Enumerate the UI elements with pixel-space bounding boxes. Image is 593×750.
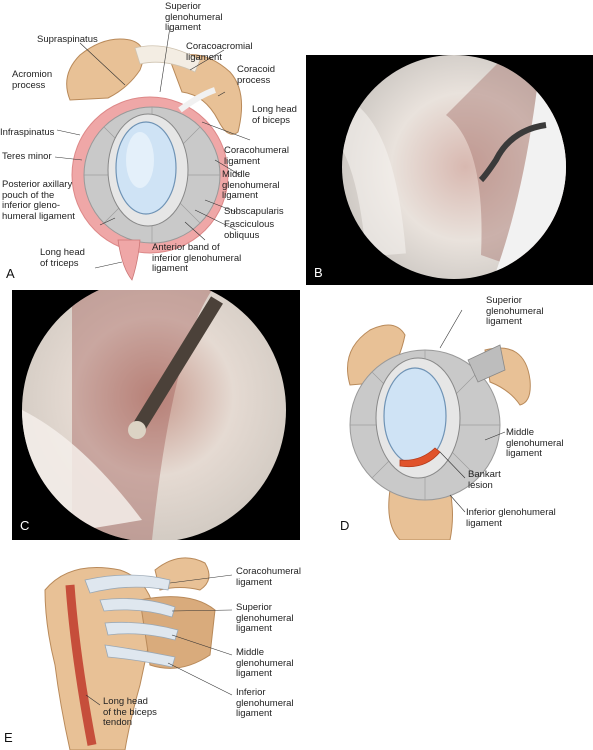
- biceps-tendon: [65, 584, 97, 746]
- panel-c-arthroscopy-image: [22, 290, 286, 540]
- coracoacromial-ligament: [134, 45, 201, 73]
- middle-gh-ligament: [104, 621, 179, 641]
- biceps-tendon: [178, 87, 217, 113]
- panel-a-illustration: [54, 26, 251, 281]
- panel-c: C: [12, 290, 300, 540]
- label-middle-gh-ligament-e: Middle glenohumeral ligament: [236, 647, 294, 679]
- panel-letter-d: D: [340, 518, 350, 533]
- label-supraspinatus: Supraspinatus: [37, 34, 98, 45]
- panel-e-illustration: [44, 557, 233, 750]
- label-infraspinatus: Infraspinatus: [0, 127, 55, 138]
- label-middle-gh-ligament-a: Middle glenohumeral ligament: [222, 169, 280, 201]
- scapula-neck: [388, 489, 453, 540]
- label-long-head-biceps: Long head of biceps: [252, 104, 297, 126]
- label-acromion-process: Acromion process: [12, 69, 53, 91]
- panel-b-arthroscopy-image: [342, 55, 566, 279]
- label-posterior-axillary-pouch: Posterior axillary pouch of the inferior…: [2, 179, 75, 222]
- label-long-head-biceps-tendon: Long head of the biceps tendon: [103, 696, 157, 728]
- panel-letter-b: B: [314, 265, 323, 280]
- label-long-head-triceps: Long head of triceps: [40, 247, 85, 269]
- label-inferior-gh-ligament-e: Inferior glenohumeral ligament: [236, 687, 294, 719]
- panel-b: B: [306, 55, 593, 285]
- probe-instrument: [478, 122, 547, 183]
- label-inferior-gh-ligament-d: Inferior glenohumeral ligament: [466, 507, 556, 529]
- panel-letter-a: A: [6, 266, 15, 281]
- label-coracohumeral-ligament-e: Coracohumeral ligament: [236, 566, 301, 588]
- label-superior-gh-ligament-e: Superior glenohumeral ligament: [236, 602, 294, 634]
- label-superior-gh-ligament-d: Superior glenohumeral ligament: [486, 295, 544, 327]
- inferior-gh-ligament: [104, 644, 176, 668]
- label-superior-gh-ligament-a: Superior glenohumeral ligament: [165, 1, 223, 33]
- panel-letter-c: C: [20, 518, 30, 533]
- panel-a: Superior glenohumeral ligament Supraspin…: [0, 0, 300, 285]
- label-teres-minor: Teres minor: [2, 151, 52, 162]
- probe-instrument: [131, 296, 223, 434]
- label-subscapularis: Subscapularis: [224, 206, 284, 217]
- acromion-process: [66, 38, 144, 101]
- label-middle-gh-ligament-d: Middle glenohumeral ligament: [506, 427, 564, 459]
- label-coracoid-process: Coracoid process: [237, 64, 276, 86]
- label-fasciculous-obliquus: Fasciculous obliquus: [224, 219, 275, 241]
- label-anterior-band-igh: Anterior band of inferior glenohumeral l…: [152, 242, 242, 274]
- label-bankart-lesion: Bankart lesion: [468, 469, 501, 491]
- panel-d-illustration: [347, 309, 531, 540]
- panel-letter-e: E: [4, 730, 13, 745]
- label-coracoacromial-ligament: Coracoacromial ligament: [186, 41, 253, 63]
- triceps-muscle: [117, 239, 141, 281]
- superior-gh-ligament: [99, 598, 176, 618]
- panel-e: Coracohumeral ligament Superior glenohum…: [0, 545, 360, 750]
- label-coracohumeral-ligament-a: Coracohumeral ligament: [224, 145, 289, 167]
- panel-d: Superior glenohumeral ligament Middle gl…: [300, 290, 593, 540]
- coracohumeral-ligament: [84, 574, 171, 594]
